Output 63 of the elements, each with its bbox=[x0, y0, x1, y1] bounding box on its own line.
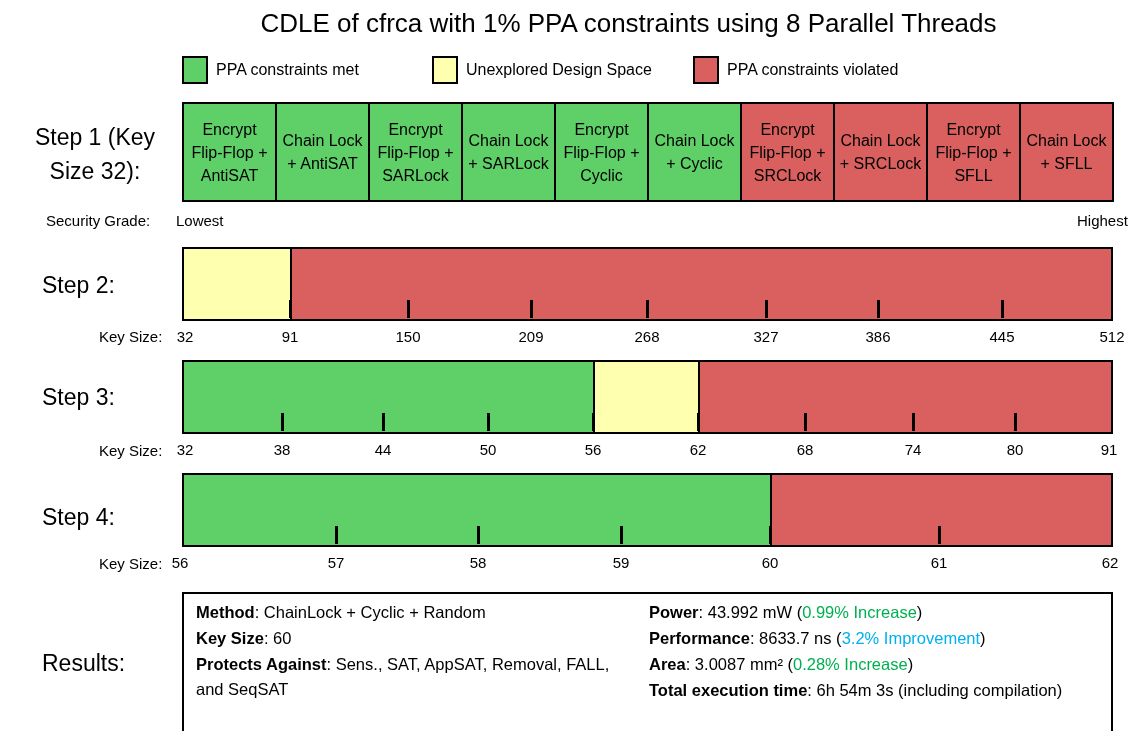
tick-label: 50 bbox=[478, 441, 498, 458]
axis-title: Key Size: bbox=[99, 555, 163, 572]
range-bar bbox=[770, 473, 1113, 547]
legend-label: PPA constraints violated bbox=[727, 61, 899, 79]
tick-label: 386 bbox=[864, 328, 892, 345]
axis-end-label: Lowest bbox=[176, 212, 224, 229]
result-text: Performance: 8633.7 ns (3.2% Improvement) bbox=[649, 628, 987, 649]
range-bar bbox=[182, 247, 292, 321]
range-bar bbox=[593, 360, 700, 434]
axis-end-label: Highest bbox=[1077, 212, 1128, 229]
scheme-box: Encrypt Flip-Flop + SFLL bbox=[926, 102, 1021, 202]
tick-label: 59 bbox=[611, 554, 631, 571]
result-text: Area: 3.0087 mm² (0.28% Increase) bbox=[649, 654, 915, 675]
result-text: Method: ChainLock + Cyclic + Random bbox=[196, 602, 487, 623]
axis-title: Key Size: bbox=[99, 328, 163, 345]
tick-label: 62 bbox=[688, 441, 708, 458]
tick-label: 60 bbox=[760, 554, 780, 571]
scheme-box: Chain Lock + SRCLock bbox=[833, 102, 928, 202]
tick-label: 58 bbox=[468, 554, 488, 571]
results-box bbox=[182, 592, 1113, 731]
legend-label: Unexplored Design Space bbox=[466, 61, 652, 79]
tick-label: 56 bbox=[583, 441, 603, 458]
result-text: Protects Against: Sens., SAT, AppSAT, Removal, FALL, and SeqSAT bbox=[196, 654, 611, 700]
scheme-box: Encrypt Flip-Flop + Cyclic bbox=[554, 102, 649, 202]
tick-label: 68 bbox=[795, 441, 815, 458]
tick-label: 57 bbox=[326, 554, 346, 571]
tick-label: 44 bbox=[373, 441, 393, 458]
tick-label: 91 bbox=[280, 328, 300, 345]
tick-label: 80 bbox=[1005, 441, 1025, 458]
scheme-box: Encrypt Flip-Flop + SARLock bbox=[368, 102, 463, 202]
scheme-box: Encrypt Flip-Flop + AntiSAT bbox=[182, 102, 277, 202]
range-bar bbox=[290, 247, 1113, 321]
tick-label: 91 bbox=[1099, 441, 1119, 458]
title: CDLE of cfrca with 1% PPA constraints using 8 Parallel Threads bbox=[259, 8, 998, 39]
step-label: Step 4: bbox=[42, 504, 115, 531]
scheme-box: Chain Lock + Cyclic bbox=[647, 102, 742, 202]
step-label: Step 1 (Key Size 32): bbox=[33, 123, 157, 186]
tick-label: 209 bbox=[517, 328, 545, 345]
axis-title: Key Size: bbox=[99, 442, 163, 459]
tick-label: 62 bbox=[1100, 554, 1120, 571]
range-bar bbox=[182, 473, 772, 547]
result-text: Key Size: 60 bbox=[196, 628, 293, 649]
scheme-box: Encrypt Flip-Flop + SRCLock bbox=[740, 102, 835, 202]
tick-label: 268 bbox=[633, 328, 661, 345]
tick-label: 150 bbox=[394, 328, 422, 345]
scheme-box: Chain Lock + SFLL bbox=[1019, 102, 1114, 202]
scheme-box: Chain Lock + AntiSAT bbox=[275, 102, 370, 202]
tick-label: 445 bbox=[988, 328, 1016, 345]
range-bar bbox=[698, 360, 1113, 434]
step-label: Results: bbox=[42, 650, 126, 677]
tick-label: 327 bbox=[752, 328, 780, 345]
result-text: Total execution time: 6h 54m 3s (including compilation) bbox=[649, 680, 1064, 701]
tick-label: 512 bbox=[1098, 328, 1126, 345]
range-bar bbox=[182, 360, 595, 434]
axis-title: Security Grade: bbox=[46, 212, 151, 229]
scheme-box: Chain Lock + SARLock bbox=[461, 102, 556, 202]
tick-label: 74 bbox=[903, 441, 923, 458]
legend-label: PPA constraints met bbox=[216, 61, 359, 79]
result-text: Power: 43.992 mW (0.99% Increase) bbox=[649, 602, 924, 623]
step-label: Step 2: bbox=[42, 272, 115, 299]
tick-label: 38 bbox=[272, 441, 292, 458]
step-label: Step 3: bbox=[42, 384, 115, 411]
tick-label: 61 bbox=[929, 554, 949, 571]
